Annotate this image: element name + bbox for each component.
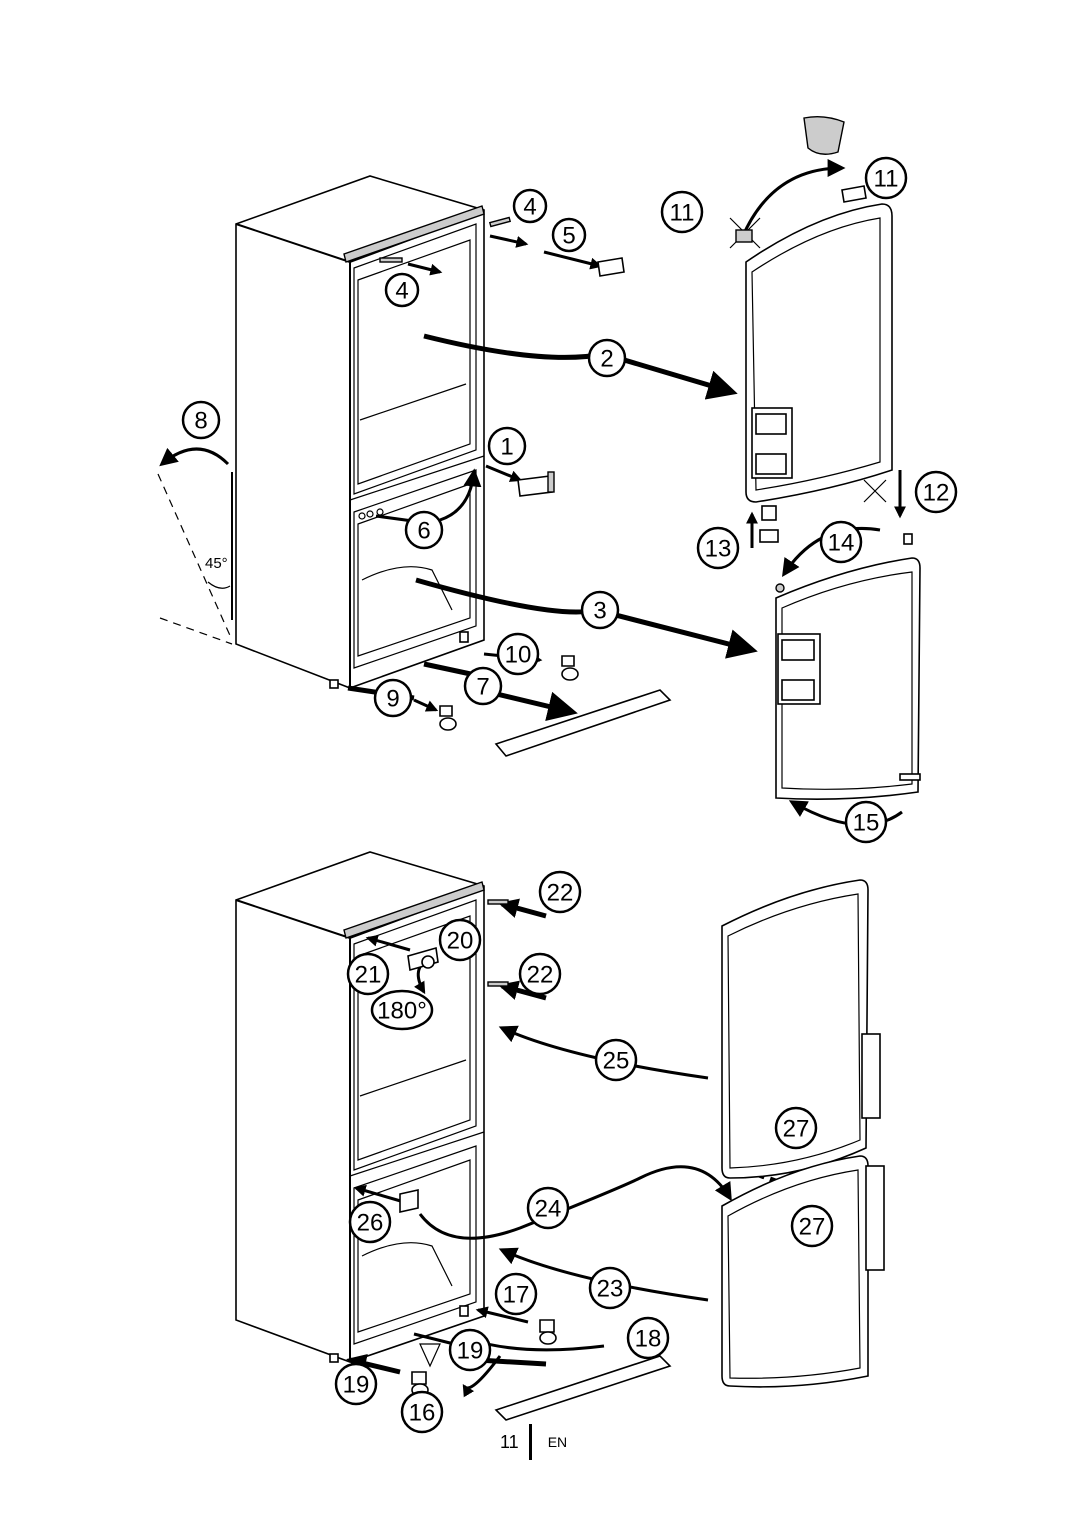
- svg-text:13: 13: [705, 536, 732, 563]
- hardware-parts-top: [358, 216, 672, 757]
- step-13: 13: [696, 526, 740, 570]
- svg-text:3: 3: [593, 598, 606, 625]
- svg-text:17: 17: [503, 1282, 530, 1309]
- step-1: 1: [487, 426, 527, 466]
- step-27a: 27: [774, 1106, 818, 1150]
- step-27b: 27: [790, 1204, 834, 1248]
- step-22b: 22: [518, 952, 562, 996]
- svg-text:22: 22: [527, 962, 554, 989]
- footer-divider: [528, 1424, 532, 1460]
- step-9: 9: [373, 678, 413, 718]
- svg-text:7: 7: [476, 674, 489, 701]
- step-4b: 4: [384, 272, 420, 308]
- svg-text:27: 27: [799, 1214, 826, 1241]
- svg-text:24: 24: [535, 1196, 562, 1223]
- language-code: EN: [547, 1434, 568, 1450]
- step-19a: 19: [448, 1328, 492, 1372]
- step-26: 26: [348, 1200, 392, 1244]
- svg-text:21: 21: [355, 962, 382, 989]
- step-24: 24: [526, 1186, 570, 1230]
- step-3: 3: [580, 590, 620, 630]
- step-21: 21: [346, 952, 390, 996]
- svg-text:180°: 180°: [377, 998, 427, 1025]
- step-10: 10: [496, 632, 540, 676]
- svg-text:4: 4: [395, 278, 408, 305]
- step-19b: 19: [334, 1362, 378, 1406]
- svg-text:16: 16: [409, 1400, 436, 1427]
- angle-label: 45°: [205, 555, 228, 572]
- step-17: 17: [494, 1272, 538, 1316]
- fridge-cabinet-top: [235, 175, 485, 689]
- svg-text:10: 10: [505, 642, 532, 669]
- svg-text:15: 15: [853, 810, 880, 837]
- svg-text:9: 9: [386, 686, 399, 713]
- step-16: 16: [400, 1390, 444, 1434]
- fridge-door-top: [746, 470, 921, 827]
- svg-text:8: 8: [194, 408, 207, 435]
- step-6: 6: [404, 510, 444, 550]
- step-12: 12: [914, 470, 958, 514]
- fridge-door-bottom: [721, 1155, 885, 1388]
- step-180-degrees: 180°: [370, 989, 434, 1031]
- svg-text:11: 11: [670, 200, 695, 227]
- svg-text:14: 14: [828, 530, 855, 557]
- svg-text:25: 25: [603, 1048, 630, 1075]
- svg-text:2: 2: [600, 346, 613, 373]
- step-2: 2: [587, 338, 627, 378]
- step-15: 15: [844, 800, 888, 844]
- svg-text:19: 19: [457, 1338, 484, 1365]
- svg-text:12: 12: [923, 480, 950, 507]
- step-18: 18: [626, 1316, 670, 1360]
- step-4a: 4: [512, 188, 548, 224]
- step-11b: 11: [864, 156, 908, 200]
- svg-text:27: 27: [783, 1116, 810, 1143]
- tilt-indicator: 45°: [157, 447, 233, 645]
- step-23: 23: [588, 1266, 632, 1310]
- step-5: 5: [551, 217, 587, 253]
- svg-text:23: 23: [597, 1276, 624, 1303]
- page-number: 11: [500, 1431, 519, 1452]
- svg-text:19: 19: [343, 1372, 370, 1399]
- svg-text:1: 1: [500, 434, 513, 461]
- page-footer: 11 EN: [500, 1424, 567, 1460]
- step-25: 25: [594, 1038, 638, 1082]
- svg-text:26: 26: [357, 1210, 384, 1237]
- svg-text:20: 20: [447, 928, 474, 955]
- hardware-parts-bottom: [399, 899, 672, 1421]
- svg-text:5: 5: [562, 223, 575, 250]
- svg-text:18: 18: [635, 1326, 662, 1353]
- step-22a: 22: [538, 870, 582, 914]
- step-7: 7: [463, 666, 503, 706]
- fridge-cabinet-bottom: [235, 851, 485, 1363]
- freezer-door-bottom: [721, 879, 881, 1179]
- step-14: 14: [819, 520, 863, 564]
- step-8: 8: [181, 400, 221, 440]
- freezer-door-top: [729, 115, 893, 503]
- svg-text:6: 6: [417, 518, 430, 545]
- svg-text:11: 11: [874, 166, 899, 193]
- svg-text:22: 22: [547, 880, 574, 907]
- step-20: 20: [438, 918, 482, 962]
- svg-text:4: 4: [523, 194, 536, 221]
- step-11a: 11: [660, 190, 704, 234]
